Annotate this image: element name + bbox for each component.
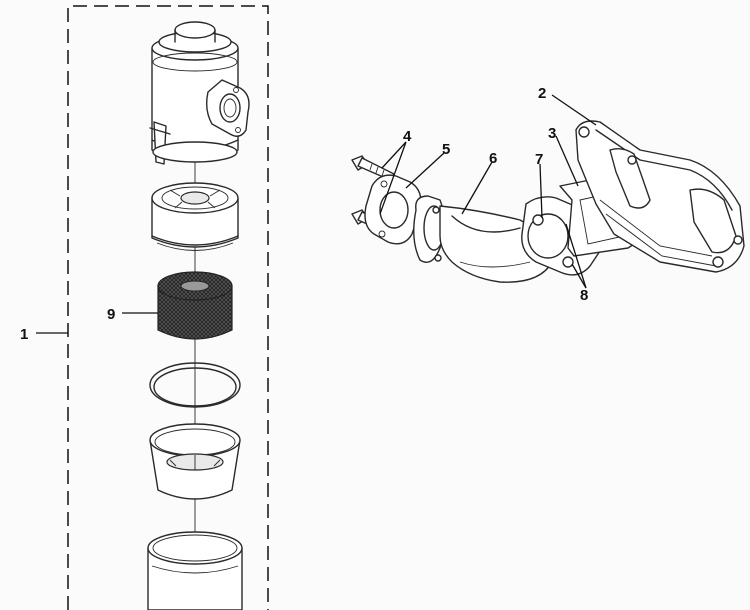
- bottom-bowl: [147, 531, 243, 610]
- assembly-boundary: [67, 5, 269, 610]
- callout-4: 4: [403, 128, 412, 145]
- exhaust-manifold: [575, 120, 745, 273]
- air-cleaner-housing: [149, 21, 250, 165]
- callout-7: 7: [535, 151, 543, 168]
- mesh-filter: [157, 271, 233, 340]
- callout-9: 9: [107, 306, 115, 323]
- bolt-upper: [351, 155, 395, 181]
- seal-ring: [149, 362, 241, 408]
- callout-5: 5: [442, 141, 450, 158]
- gasket: [364, 174, 422, 245]
- callout-1: 1: [20, 326, 28, 343]
- callout-6: 6: [489, 150, 497, 167]
- filter-element: [151, 182, 239, 251]
- callout-8: 8: [580, 287, 588, 304]
- callout-2: 2: [538, 85, 546, 102]
- dust-cup: [149, 423, 241, 500]
- leader-lines: [36, 94, 597, 334]
- callout-3: 3: [548, 125, 556, 142]
